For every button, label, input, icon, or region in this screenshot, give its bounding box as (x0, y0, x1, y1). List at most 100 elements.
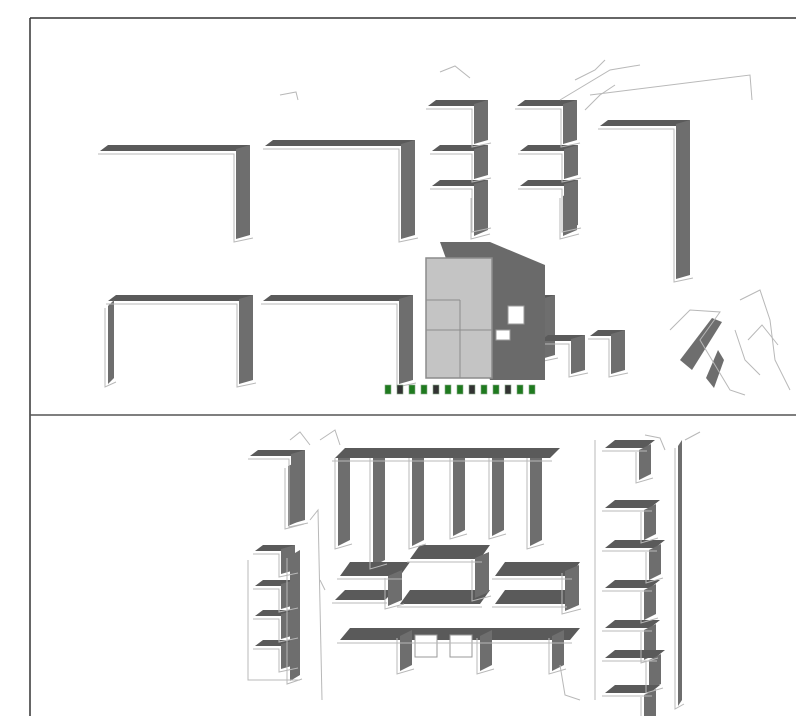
wall-block (480, 630, 492, 671)
terrain-outline (561, 573, 582, 615)
wall-block (564, 145, 578, 179)
terrain-outline (476, 638, 495, 675)
terrain-outline (574, 59, 606, 81)
wall-block (288, 460, 302, 526)
terrain-outline (538, 343, 589, 378)
wall-block (265, 140, 415, 146)
wall-block (600, 120, 690, 126)
building-window (507, 305, 525, 325)
wall-block (492, 450, 504, 536)
wall-block (474, 190, 488, 236)
terrain-outline (518, 188, 582, 233)
wall-block (563, 190, 577, 236)
terrain-outline (319, 429, 341, 446)
wall-block (605, 620, 660, 628)
terrain-outline (289, 431, 311, 446)
green-marker (480, 384, 488, 395)
green-marker (516, 384, 524, 395)
green-marker (408, 384, 416, 395)
terrain-outline (279, 91, 299, 101)
wall-block (565, 565, 579, 611)
wall-block (605, 500, 660, 508)
terrain-outline (640, 697, 642, 716)
terrain-outline (584, 84, 616, 111)
terrain-outline (684, 431, 701, 441)
wall-block (338, 450, 350, 546)
outline-layer (98, 59, 791, 716)
terrain-outline (640, 592, 659, 624)
terrain-outline (526, 458, 545, 550)
marker-row (384, 384, 536, 395)
wall-block (474, 145, 488, 179)
wall-block (453, 450, 465, 536)
terrain-outline (449, 458, 468, 540)
terrain-outline (369, 458, 388, 570)
green-marker (444, 384, 452, 395)
terrain-outline (286, 558, 303, 685)
building-face (425, 257, 493, 379)
wall-block (335, 590, 395, 600)
green-marker (504, 384, 512, 395)
wall-block (552, 630, 564, 671)
wall-block (605, 440, 655, 448)
lower-window (449, 634, 473, 658)
terrain-outline (674, 448, 685, 710)
terrain-outline (384, 578, 405, 610)
terrain-outline (589, 74, 753, 101)
terrain-outline (430, 153, 492, 183)
green-marker (396, 384, 404, 395)
wall-block (475, 552, 489, 598)
terrain-outline (261, 303, 417, 388)
terrain-outline (645, 662, 664, 694)
building-window (495, 329, 511, 341)
terrain-outline (559, 198, 580, 240)
wall-block (400, 590, 490, 604)
wall-block (401, 140, 415, 239)
wall-block (410, 545, 490, 559)
wall-layer (100, 100, 724, 716)
wall-block (340, 562, 410, 576)
terrain-outline (739, 289, 791, 391)
wall-block (412, 450, 424, 546)
wall-block (644, 584, 656, 620)
wall-block (680, 318, 722, 370)
terrain-outline (559, 64, 641, 101)
green-marker (492, 384, 500, 395)
wall-block (639, 444, 651, 480)
terrain-outline (309, 508, 323, 701)
terrain-outline (253, 648, 299, 673)
wall-block (400, 630, 412, 671)
terrain-outline (635, 452, 654, 484)
terrain-outline (426, 108, 492, 148)
terrain-outline (747, 324, 779, 346)
terrain-outline (98, 153, 254, 243)
wall-block (428, 100, 488, 106)
terrain-outline (588, 338, 629, 378)
green-marker (432, 384, 440, 395)
terrain-outline (559, 664, 581, 701)
green-marker (468, 384, 476, 395)
wall-block (649, 544, 661, 580)
terrain-outline (104, 308, 117, 388)
wall-block (108, 295, 253, 301)
wall-block (100, 145, 250, 151)
wall-block (676, 120, 690, 279)
terrain-outline (439, 65, 471, 79)
green-marker (420, 384, 428, 395)
terrain-outline (669, 309, 746, 396)
wall-block (563, 100, 577, 144)
green-marker (456, 384, 464, 395)
wall-block (399, 295, 413, 384)
wall-block (495, 590, 575, 604)
wall-block (517, 100, 577, 106)
wall-block (706, 350, 724, 388)
terrain-outline (518, 153, 582, 183)
wall-block (236, 145, 250, 239)
terrain-outline (471, 560, 492, 602)
terrain-outline (640, 512, 659, 544)
wall-block (474, 100, 488, 144)
wall-block (605, 540, 665, 548)
terrain-outline (430, 188, 492, 233)
